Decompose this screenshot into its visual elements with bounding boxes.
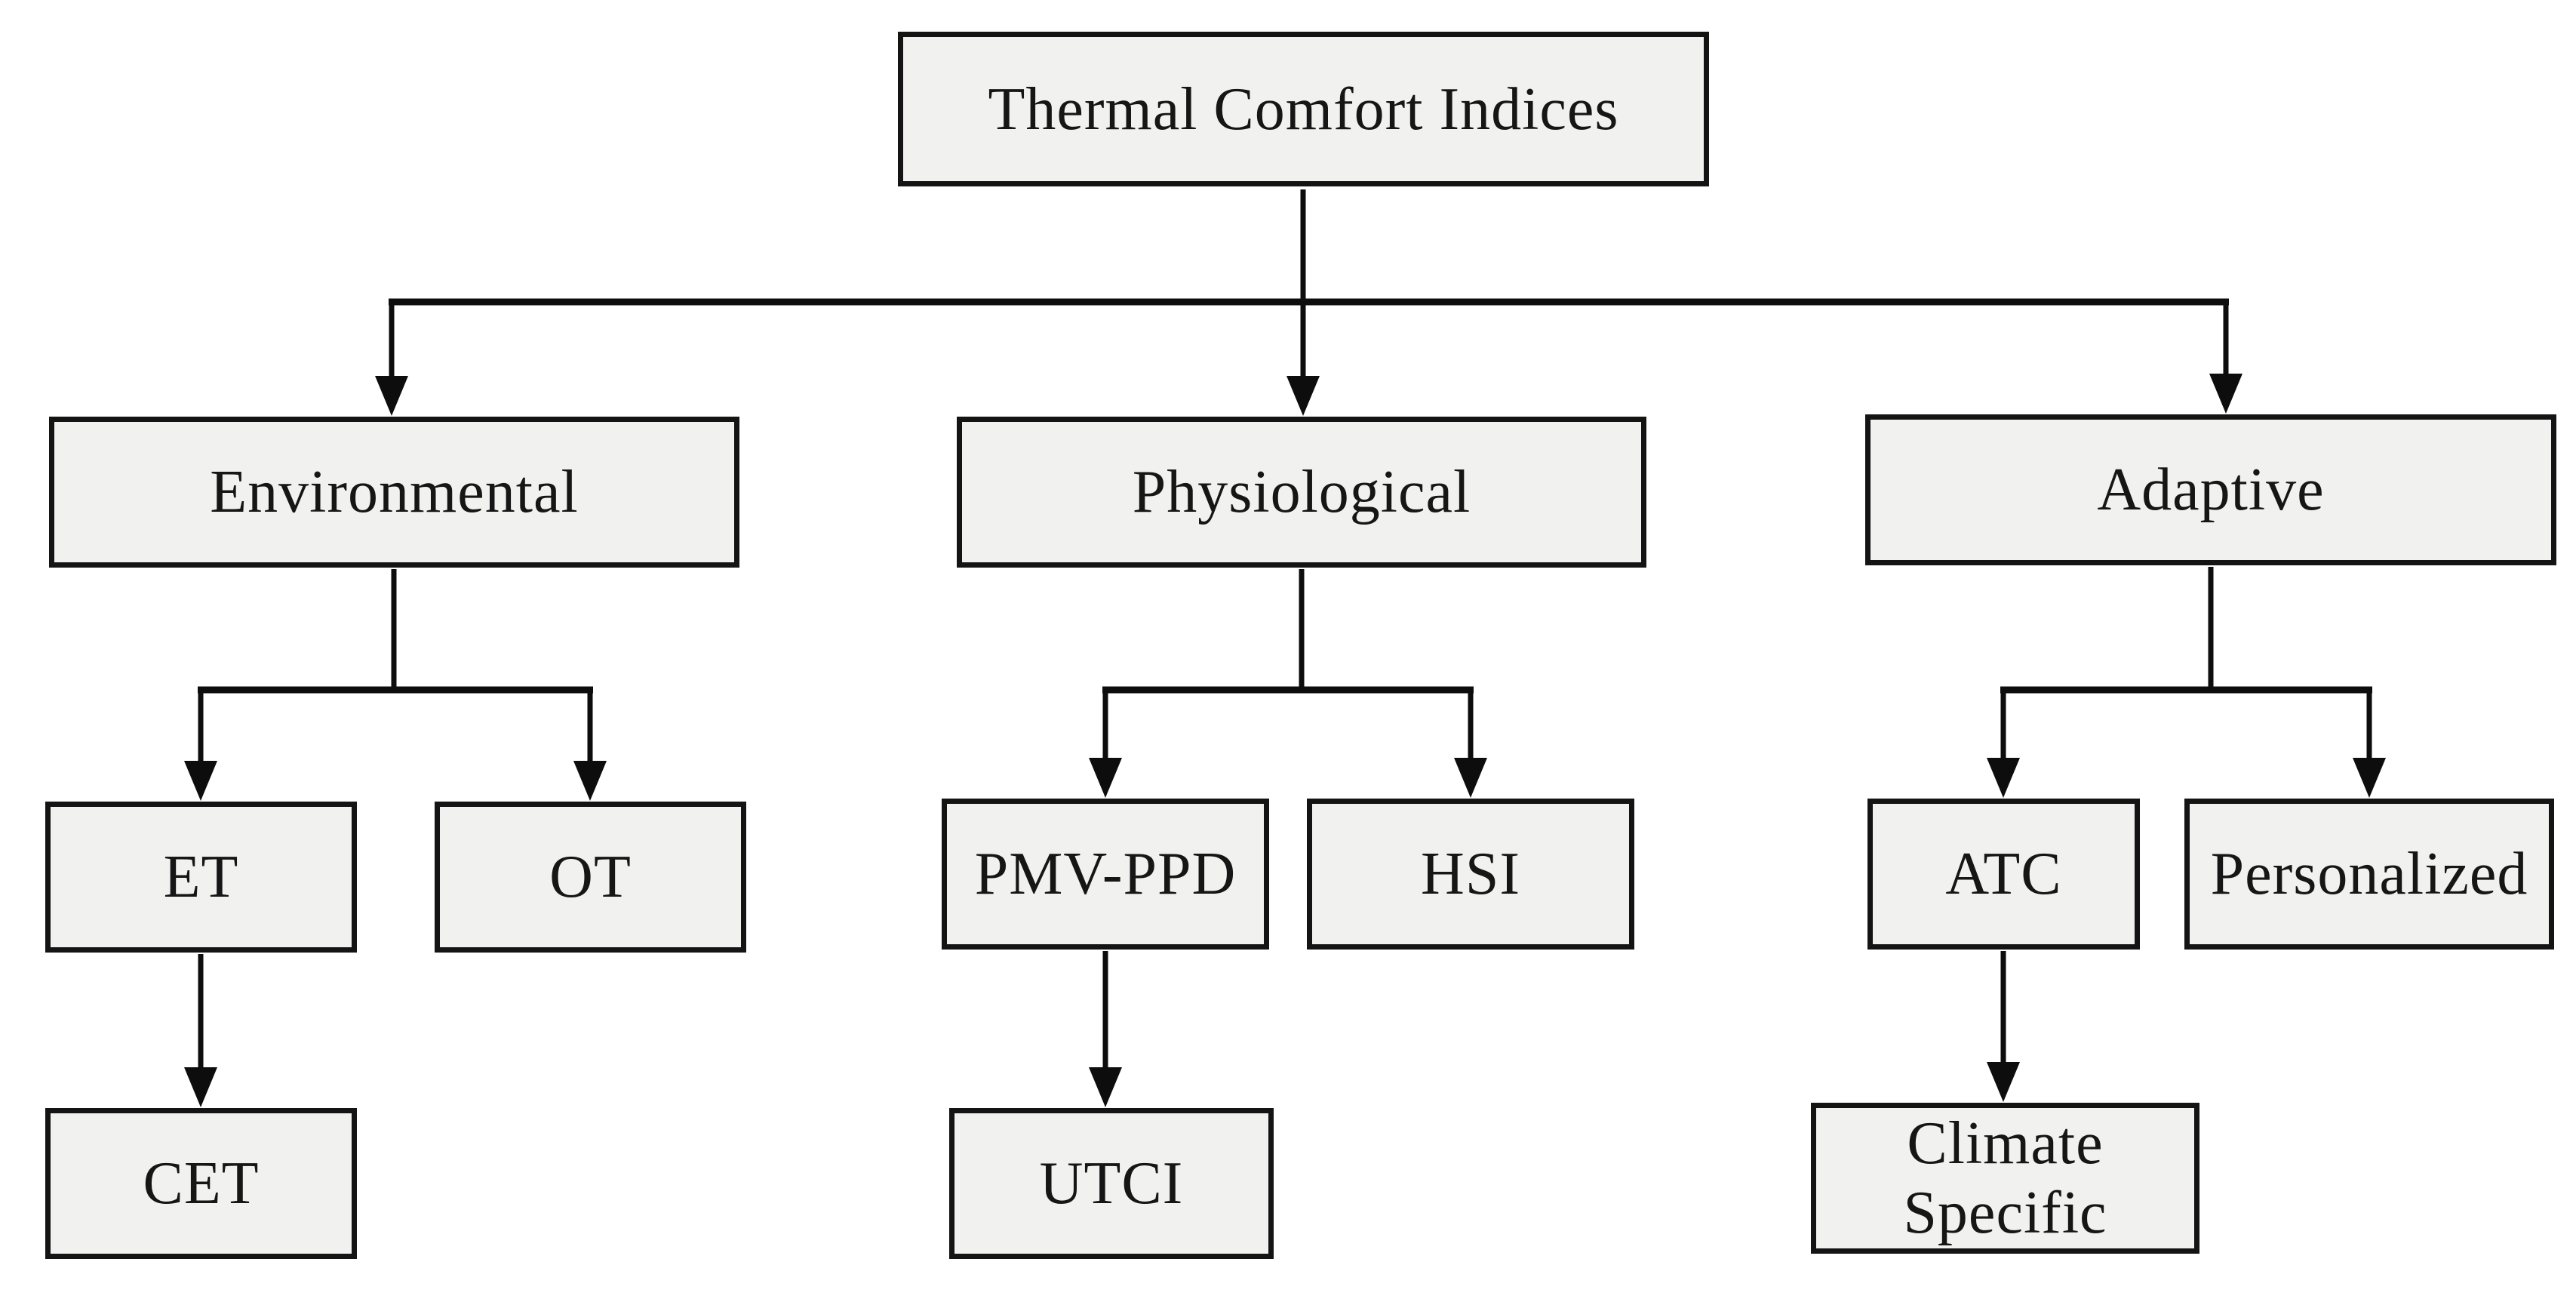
arrowhead-et	[184, 761, 217, 801]
node-adaptive: Adaptive	[1865, 414, 2556, 565]
node-hsi: HSI	[1307, 799, 1634, 950]
node-climate-specific: Climate Specific	[1811, 1103, 2199, 1254]
arrowhead-ot	[573, 761, 607, 801]
arrowhead-personalized	[2353, 758, 2386, 798]
node-atc: ATC	[1867, 799, 2140, 950]
arrowhead-adaptive	[2209, 374, 2242, 414]
arrowhead-environmental	[375, 376, 408, 416]
node-ot: OT	[435, 802, 746, 953]
node-thermal-comfort-indices: Thermal Comfort Indices	[898, 32, 1709, 186]
node-personalized: Personalized	[2184, 799, 2554, 950]
node-utci: UTCI	[949, 1108, 1274, 1259]
node-cet: CET	[45, 1108, 357, 1259]
node-pmv-ppd: PMV-PPD	[942, 799, 1269, 950]
node-et: ET	[45, 802, 357, 953]
arrowhead-hsi	[1454, 758, 1487, 798]
node-environmental: Environmental	[49, 417, 739, 568]
arrowhead-atc	[1987, 758, 2020, 798]
arrowhead-physiological	[1286, 376, 1320, 416]
arrowhead-utci	[1089, 1067, 1122, 1107]
arrowhead-pmv-ppd	[1089, 758, 1122, 798]
arrowhead-climate-specific	[1987, 1062, 2020, 1102]
node-physiological: Physiological	[957, 417, 1646, 568]
arrowhead-cet	[184, 1067, 217, 1107]
